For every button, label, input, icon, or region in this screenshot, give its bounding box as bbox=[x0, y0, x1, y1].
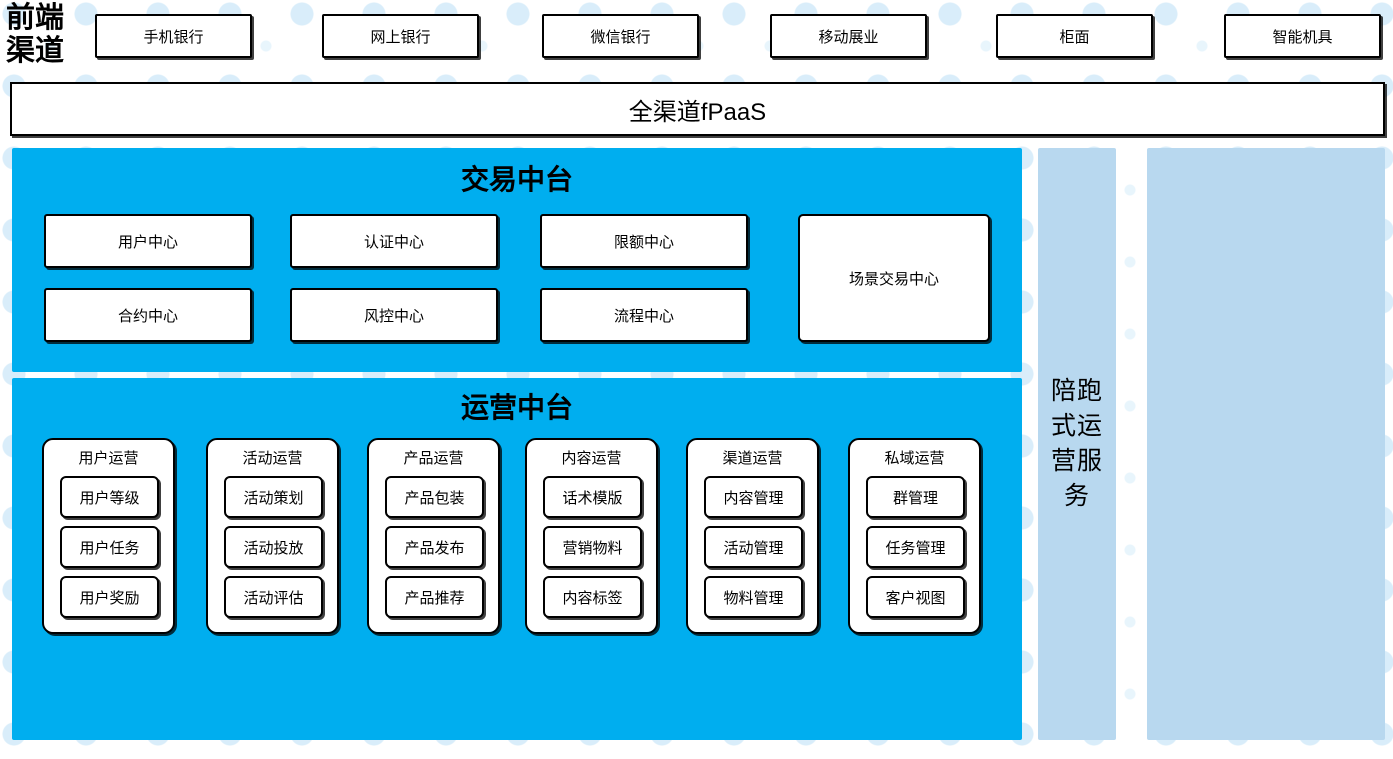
tx-box-risk-center[interactable]: 风控中心 bbox=[290, 288, 498, 342]
fpaas-bar[interactable]: 全渠道fPaaS bbox=[10, 82, 1385, 136]
op-item-material-management[interactable]: 物料管理 bbox=[704, 576, 803, 618]
tx-box-scenario-trade-center[interactable]: 场景交易中心 bbox=[798, 214, 990, 342]
tx-box-user-center[interactable]: 用户中心 bbox=[44, 214, 252, 268]
transaction-platform-title: 交易中台 bbox=[460, 165, 573, 196]
channel-box-online-bank[interactable]: 网上银行 bbox=[322, 14, 479, 58]
op-item-campaign-planning[interactable]: 活动策划 bbox=[224, 476, 323, 518]
op-item-group-management[interactable]: 群管理 bbox=[866, 476, 965, 518]
accompanying-service-panel bbox=[1038, 148, 1116, 740]
op-column-content-operations: 内容运营 话术模版 营销物料 内容标签 bbox=[525, 438, 658, 634]
channel-box-smart-machine[interactable]: 智能机具 bbox=[1224, 14, 1381, 58]
op-item-marketing-material[interactable]: 营销物料 bbox=[543, 526, 642, 568]
service-capability-panel bbox=[1147, 148, 1385, 740]
op-item-user-task[interactable]: 用户任务 bbox=[60, 526, 159, 568]
accompanying-service-label: 陪跑式运营服务 bbox=[1050, 377, 1103, 510]
op-column-campaign-operations: 活动运营 活动策划 活动投放 活动评估 bbox=[206, 438, 339, 634]
op-item-campaign-management[interactable]: 活动管理 bbox=[704, 526, 803, 568]
op-item-product-recommend[interactable]: 产品推荐 bbox=[385, 576, 484, 618]
tx-box-limit-center[interactable]: 限额中心 bbox=[540, 214, 748, 268]
op-item-task-management[interactable]: 任务管理 bbox=[866, 526, 965, 568]
op-item-product-release[interactable]: 产品发布 bbox=[385, 526, 484, 568]
op-item-campaign-evaluation[interactable]: 活动评估 bbox=[224, 576, 323, 618]
tx-box-contract-center[interactable]: 合约中心 bbox=[44, 288, 252, 342]
op-item-campaign-delivery[interactable]: 活动投放 bbox=[224, 526, 323, 568]
op-column-title: 用户运营 bbox=[78, 450, 139, 467]
op-item-script-template[interactable]: 话术模版 bbox=[543, 476, 642, 518]
op-column-user-operations: 用户运营 用户等级 用户任务 用户奖励 bbox=[42, 438, 175, 634]
op-item-content-management[interactable]: 内容管理 bbox=[704, 476, 803, 518]
operations-platform-panel: 运营中台 用户运营 用户等级 用户任务 用户奖励 活动运营 活动策划 活动投放 … bbox=[12, 378, 1022, 740]
op-item-customer-view[interactable]: 客户视图 bbox=[866, 576, 965, 618]
frontend-channel-label: 前端渠道 bbox=[6, 2, 65, 67]
op-item-content-tag[interactable]: 内容标签 bbox=[543, 576, 642, 618]
op-column-title: 渠道运营 bbox=[722, 450, 783, 467]
op-item-user-level[interactable]: 用户等级 bbox=[60, 476, 159, 518]
channel-box-counter[interactable]: 柜面 bbox=[996, 14, 1153, 58]
op-column-private-domain-operations: 私域运营 群管理 任务管理 客户视图 bbox=[848, 438, 981, 634]
op-column-channel-operations: 渠道运营 内容管理 活动管理 物料管理 bbox=[686, 438, 819, 634]
channel-box-wechat-bank[interactable]: 微信银行 bbox=[542, 14, 699, 58]
tx-box-process-center[interactable]: 流程中心 bbox=[540, 288, 748, 342]
op-column-title: 产品运营 bbox=[403, 450, 464, 467]
op-column-title: 活动运营 bbox=[242, 450, 303, 467]
channel-box-mobile-business[interactable]: 移动展业 bbox=[770, 14, 927, 58]
operations-platform-title: 运营中台 bbox=[460, 393, 573, 424]
transaction-platform-panel: 交易中台 用户中心 认证中心 限额中心 合约中心 风控中心 流程中心 场景交易中… bbox=[12, 148, 1022, 372]
op-item-user-reward[interactable]: 用户奖励 bbox=[60, 576, 159, 618]
op-item-product-packaging[interactable]: 产品包装 bbox=[385, 476, 484, 518]
tx-box-auth-center[interactable]: 认证中心 bbox=[290, 214, 498, 268]
op-column-title: 内容运营 bbox=[561, 450, 622, 467]
op-column-title: 私域运营 bbox=[884, 450, 945, 467]
channel-box-mobile-bank[interactable]: 手机银行 bbox=[95, 14, 252, 58]
op-column-product-operations: 产品运营 产品包装 产品发布 产品推荐 bbox=[367, 438, 500, 634]
